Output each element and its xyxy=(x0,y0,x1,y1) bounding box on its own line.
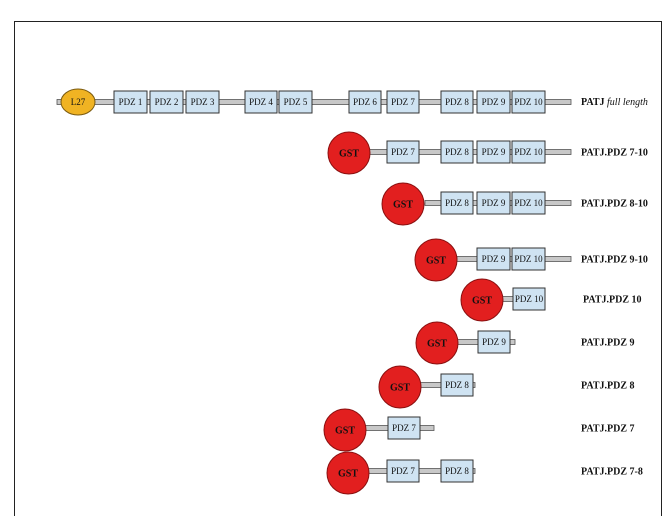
construct-full-length-domain-label: PDZ 1 xyxy=(119,97,143,107)
construct-full-length-domain-pdz6 xyxy=(348,90,382,114)
construct-full-length-domain-label: PDZ 4 xyxy=(249,97,273,107)
construct-full-length-domain-pdz1 xyxy=(113,90,148,114)
construct-pdz9-10-domain-label: PDZ 10 xyxy=(514,254,543,264)
construct-pdz7-8-domain-label: PDZ 8 xyxy=(445,466,469,476)
construct-pdz8-10-domain-pdz8 xyxy=(440,191,474,215)
l27-label: L27 xyxy=(71,97,86,107)
label-pdz10: PATJ.PDZ 10 xyxy=(583,294,642,305)
construct-pdz7-10-gst-label: GST xyxy=(339,148,359,159)
label-pdz8: PATJ.PDZ 8 xyxy=(581,380,635,391)
construct-pdz10-gst-tag xyxy=(460,278,504,322)
label-pdz7-10: PATJ.PDZ 7-10 xyxy=(581,147,648,158)
construct-pdz9-10-gst-label: GST xyxy=(426,255,446,266)
construct-pdz7-8-gst-tag xyxy=(326,451,370,495)
construct-pdz7-10-domain-pdz8 xyxy=(440,140,474,164)
label-full-length: PATJ full length xyxy=(581,97,648,108)
diagram-frame: L27 PDZ 1 PDZ 2 PDZ 3 PDZ 4 PDZ 5 PDZ 6 PDZ 7 PD… xyxy=(14,21,662,516)
shape-layer: L27 PDZ 1 PDZ 2 PDZ 3 PDZ 4 PDZ 5 PDZ 6 PDZ 7 PD… xyxy=(60,88,546,495)
construct-pdz8-10-domain-label: PDZ 8 xyxy=(445,198,469,208)
construct-pdz9-gst-tag xyxy=(415,321,459,365)
construct-pdz9-10-domain-label: PDZ 9 xyxy=(482,254,506,264)
construct-pdz7-8-domain-pdz7 xyxy=(386,459,420,483)
construct-pdz7-10-domain-pdz7 xyxy=(386,140,420,164)
construct-full-length-domain-label: PDZ 8 xyxy=(445,97,469,107)
construct-full-length-linker xyxy=(56,99,572,105)
construct-pdz7-8-gst-label: GST xyxy=(338,468,358,479)
construct-pdz7-domain-pdz7 xyxy=(387,416,421,440)
construct-full-length-domain-pdz5 xyxy=(278,90,313,114)
construct-pdz7-8-domain-pdz8 xyxy=(440,459,474,483)
construct-pdz9-10-gst-tag xyxy=(414,238,458,282)
label-pdz7-8: PATJ.PDZ 7-8 xyxy=(581,466,643,477)
construct-pdz7-gst-label: GST xyxy=(335,425,355,436)
construct-pdz8-gst-tag xyxy=(378,365,422,409)
construct-full-length-domain-label: PDZ 9 xyxy=(482,97,506,107)
construct-pdz7-8-domain-label: PDZ 7 xyxy=(391,466,415,476)
construct-pdz7-10-domain-label: PDZ 9 xyxy=(482,147,506,157)
construct-pdz10-domain-pdz10 xyxy=(512,287,546,311)
construct-full-length-domain-pdz4 xyxy=(244,90,278,114)
construct-pdz10-gst-label: GST xyxy=(472,295,492,306)
construct-diagram: L27 PDZ 1 PDZ 2 PDZ 3 PDZ 4 PDZ 5 PDZ 6 PDZ 7 PD… xyxy=(56,88,648,495)
construct-pdz8-10-domain-pdz10 xyxy=(511,191,546,215)
construct-full-length-domain-pdz9 xyxy=(476,90,511,114)
construct-pdz7-10-domain-pdz9 xyxy=(476,140,511,164)
construct-pdz8-gst-label: GST xyxy=(390,382,410,393)
construct-pdz7-10-gst-tag xyxy=(327,131,371,175)
construct-full-length-domain-label: PDZ 10 xyxy=(514,97,543,107)
label-full-length-main: PATJ xyxy=(581,97,607,108)
construct-pdz7-10-domain-label: PDZ 7 xyxy=(391,147,415,157)
construct-full-length-domain-pdz3 xyxy=(185,90,220,114)
construct-pdz8-10-gst-tag xyxy=(381,182,425,226)
construct-pdz7-domain-label: PDZ 7 xyxy=(392,423,416,433)
construct-pdz8-domain-label: PDZ 8 xyxy=(445,380,469,390)
construct-full-length-domain-label: PDZ 3 xyxy=(191,97,215,107)
label-full-length-suffix: full length xyxy=(607,97,648,108)
construct-full-length-domain-label: PDZ 5 xyxy=(284,97,308,107)
construct-pdz8-domain-pdz8 xyxy=(440,373,474,397)
construct-pdz8-10-domain-pdz9 xyxy=(476,191,511,215)
label-pdz9-10: PATJ.PDZ 9-10 xyxy=(581,254,648,265)
construct-pdz8-10-domain-label: PDZ 10 xyxy=(514,198,543,208)
construct-pdz8-10-domain-label: PDZ 9 xyxy=(482,198,506,208)
construct-pdz9-gst-label: GST xyxy=(427,338,447,349)
l27-domain xyxy=(60,88,96,116)
construct-full-length-domain-label: PDZ 2 xyxy=(155,97,179,107)
construct-pdz7-10-domain-pdz10 xyxy=(511,140,546,164)
construct-full-length-domain-pdz7 xyxy=(386,90,420,114)
construct-full-length-domain-pdz2 xyxy=(149,90,184,114)
construct-full-length-domain-pdz8 xyxy=(440,90,474,114)
construct-pdz7-10-domain-label: PDZ 10 xyxy=(514,147,543,157)
label-pdz7: PATJ.PDZ 7 xyxy=(581,423,635,434)
construct-pdz7-10-domain-label: PDZ 8 xyxy=(445,147,469,157)
construct-pdz9-10-domain-pdz10 xyxy=(511,247,546,271)
construct-pdz9-domain-pdz9 xyxy=(477,330,511,354)
construct-pdz8-10-gst-label: GST xyxy=(393,199,413,210)
construct-pdz9-domain-label: PDZ 9 xyxy=(482,337,506,347)
label-pdz8-10: PATJ.PDZ 8-10 xyxy=(581,198,648,209)
construct-pdz7-gst-tag xyxy=(323,408,367,452)
construct-full-length-domain-label: PDZ 7 xyxy=(391,97,415,107)
construct-full-length-domain-label: PDZ 6 xyxy=(353,97,377,107)
construct-pdz10-domain-label: PDZ 10 xyxy=(515,294,544,304)
label-pdz9: PATJ.PDZ 9 xyxy=(581,337,635,348)
construct-pdz9-10-domain-pdz9 xyxy=(476,247,511,271)
construct-full-length-domain-pdz10 xyxy=(511,90,546,114)
